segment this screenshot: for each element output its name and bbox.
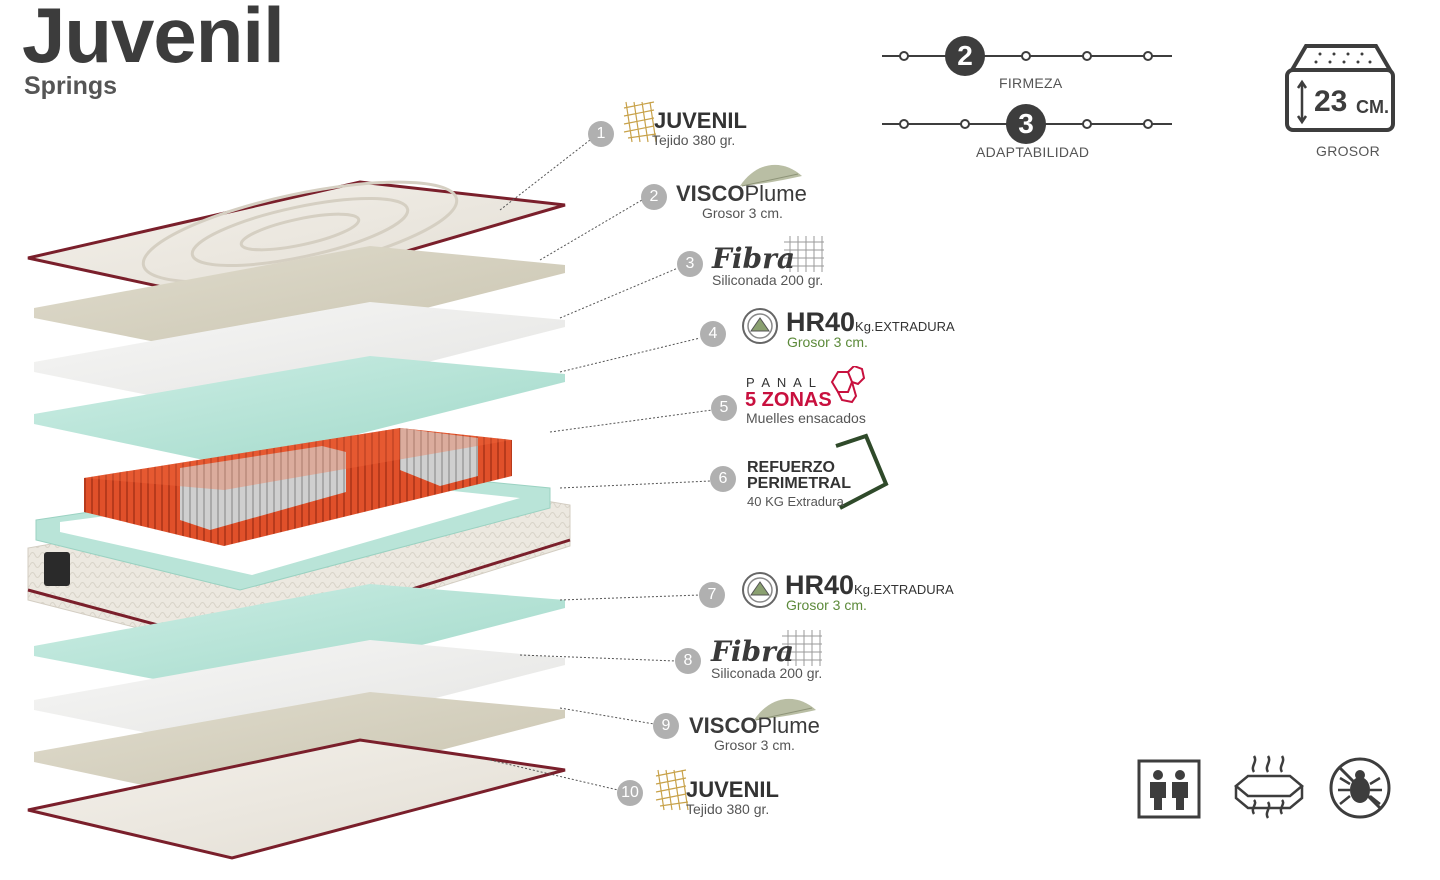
scale-dot [1021,51,1031,61]
layer-number-6: 6 [710,466,736,492]
adaptabilidad-label: ADAPTABILIDAD [976,144,1090,160]
layer-1-name: JUVENIL [654,108,747,133]
layer-number-10: 10 [617,780,643,806]
fabric-mesh-icon [623,101,657,143]
layer-10-bottom-fabric [27,738,566,860]
hr-foam-icon [742,572,778,608]
layer-3-fibra [34,302,565,412]
layer-number-5: 5 [711,395,737,421]
layer-5-name: 5 ZONAS [745,389,832,411]
grosor-value: 23 [1314,85,1348,118]
layer-7-name-a: HR40 [785,570,855,600]
layer-number-7: 7 [699,582,725,608]
firmeza-scale-track [882,51,1172,61]
scale-dot [899,119,909,129]
label-tag [44,552,70,586]
firmeza-label: FIRMEZA [999,75,1063,91]
product-subtitle: Springs [24,72,118,100]
layer-4-name: HR40Kg.EXTRADURA [786,308,955,336]
adaptabilidad-value-badge: 3 [1006,104,1046,144]
layer-10-name: JUVENIL [686,777,779,802]
layer-3-detail: Siliconada 200 gr. [712,272,824,288]
layer-7-name: HR40Kg.EXTRADURA [785,571,954,599]
scale-dot [1143,51,1153,61]
mattress-thickness-icon [1285,44,1395,132]
product-title: Juvenil [22,0,285,79]
layer-8-detail: Siliconada 200 gr. [711,665,823,681]
scale-dot [960,119,970,129]
reversible-icon [1137,759,1201,819]
layer-3-name: Fibra [712,242,795,275]
layer-2-visco [34,246,565,357]
fiber-grid-icon [784,236,824,272]
scale-dot [1082,51,1092,61]
layer-2-name-a: VISCO [676,181,745,206]
layer-8-fibra [34,640,565,750]
firmeza-value-badge: 2 [945,36,985,76]
layer-8-name: Fibra [711,635,794,668]
layer-7-hr40 [34,584,565,694]
layer-2-name-b: Plume [744,181,807,206]
layer-5-pocket-springs [84,428,512,546]
layer-4-hr40 [34,356,565,466]
layer-number-2: 2 [641,184,667,210]
scale-dot [1082,119,1092,129]
grosor-label: GROSOR [1316,143,1381,159]
honeycomb-icon [830,366,866,404]
layer-7-detail: Grosor 3 cm. [786,597,867,613]
layer-9-name-b: Plume [757,713,820,738]
layer-6-name-b: PERIMETRAL [747,475,851,492]
layer-number-4: 4 [700,321,726,347]
layer-9-detail: Grosor 3 cm. [714,737,795,753]
breathable-icon [1234,755,1304,819]
layer-9-name-a: VISCO [689,713,758,738]
grosor-unit: CM. [1356,97,1389,117]
hr-foam-icon [742,308,778,344]
layer-2-detail: Grosor 3 cm. [702,205,783,221]
leader-lines [489,139,713,791]
scale-dot [1143,119,1153,129]
layer-number-3: 3 [677,251,703,277]
layer-2-name: VISCOPlume [676,182,807,205]
anti-mite-icon [1329,757,1391,819]
layer-5-detail: Muelles ensacados [746,410,866,426]
mattress-exploded-illustration [27,139,713,860]
layer-4-detail: Grosor 3 cm. [787,334,868,350]
layer-9-visco [34,692,565,804]
layer-6-name-a: REFUERZO [747,459,835,476]
fabric-mesh-icon [655,769,689,811]
feather-icon [740,164,802,187]
layer-7-name-b: Kg.EXTRADURA [854,582,954,597]
scale-dot [899,51,909,61]
layer-number-8: 8 [675,648,701,674]
layer-10-detail: Tejido 380 gr. [686,801,770,817]
feather-icon [754,698,816,721]
layer-9-name: VISCOPlume [689,714,820,737]
layer-1-detail: Tejido 380 gr. [652,132,736,148]
layer-number-1: 1 [588,121,614,147]
layer-5-prefix: P A N A L [746,375,818,390]
perimeter-frame-icon [835,433,889,510]
fiber-grid-icon [782,630,822,666]
layer-number-9: 9 [653,713,679,739]
layer-4-name-b: Kg.EXTRADURA [855,319,955,334]
layer-4-name-a: HR40 [786,307,856,337]
layer-6-detail: 40 KG Extradura [747,494,844,509]
